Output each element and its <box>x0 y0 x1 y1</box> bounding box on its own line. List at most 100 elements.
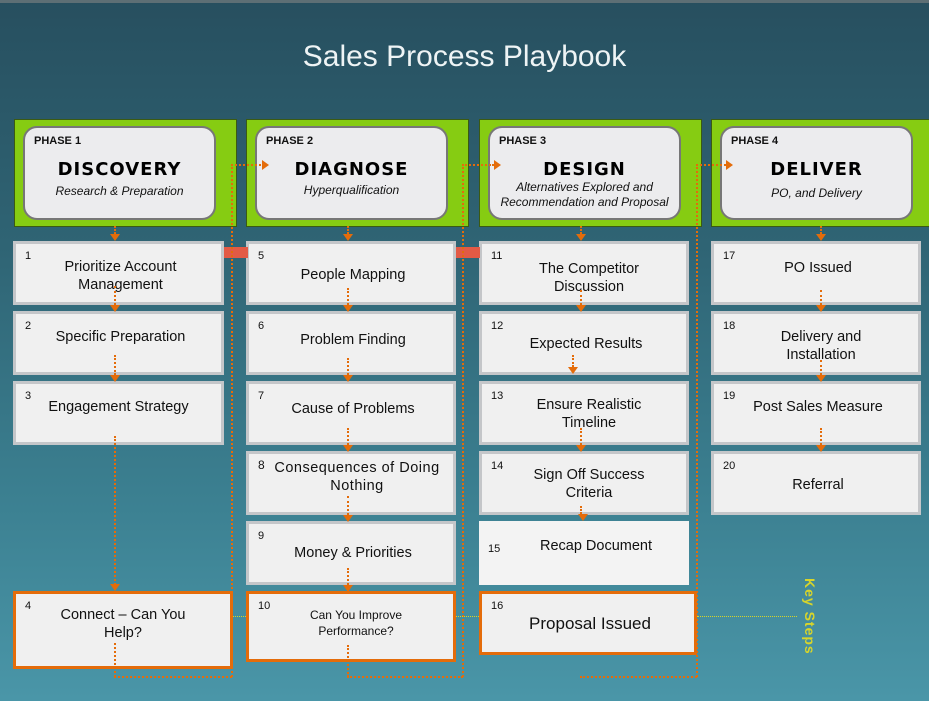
arrow-line <box>580 290 582 305</box>
phase-3-name: DESIGN <box>543 159 626 180</box>
arrow-head <box>343 305 353 312</box>
loop-line <box>462 164 494 166</box>
step-15: 15 Recap Document <box>479 521 689 585</box>
phase-4-header: PHASE 4 DELIVER PO, and Delivery <box>711 119 929 227</box>
step-number: 13 <box>491 390 504 402</box>
loop-arrow-head <box>494 160 501 170</box>
phase-2-number: PHASE 2 <box>266 135 314 147</box>
loop-line <box>696 164 726 166</box>
step-number: 5 <box>258 250 265 262</box>
step-label: Engagement Strategy <box>48 399 189 415</box>
step-16-key: 16 Proposal Issued <box>479 591 697 655</box>
arrow-line <box>572 355 574 367</box>
step-label: Post Sales Measure <box>753 399 883 415</box>
phase-3-subtitle: Alternatives Explored and Recommendation… <box>500 180 669 209</box>
arrow-head <box>343 234 353 241</box>
arrow-line <box>114 286 116 305</box>
phase-1-header: PHASE 1 DISCOVERY Research & Preparation <box>14 119 237 227</box>
loop-line <box>462 164 464 677</box>
step-number: 2 <box>25 320 32 332</box>
step-label: Referral <box>792 477 844 493</box>
step-number: 3 <box>25 390 32 402</box>
step-9: 9 Money & Priorities <box>246 521 456 585</box>
step-number: 8 <box>258 458 265 472</box>
loop-line <box>696 164 698 677</box>
arrow-head <box>568 367 578 374</box>
phase-2-header: PHASE 2 DIAGNOSE Hyperqualification <box>246 119 469 227</box>
step-10-key: 10 Can You Improve Performance? <box>246 591 456 662</box>
arrow-head <box>343 515 353 522</box>
phase-1-card: PHASE 1 DISCOVERY Research & Preparation <box>23 126 216 220</box>
step-number: 20 <box>723 460 736 472</box>
step-4-key: 4 Connect – Can You Help? <box>13 591 233 669</box>
step-13: 13 Ensure Realistic Timeline <box>479 381 689 445</box>
step-3: 3 Engagement Strategy <box>13 381 224 445</box>
step-number: 1 <box>25 250 32 262</box>
arrow-line <box>347 428 349 445</box>
arrow-line <box>347 288 349 305</box>
arrow-head <box>343 445 353 452</box>
step-label: Expected Results <box>529 336 643 352</box>
loop-line <box>347 645 349 677</box>
key-steps-label: Key Steps <box>802 578 818 655</box>
arrow-line <box>347 358 349 375</box>
arrow-head <box>110 584 120 591</box>
step-label: Can You Improve Performance? <box>309 608 403 638</box>
arrow-line <box>580 506 582 514</box>
arrow-line <box>347 568 349 585</box>
step-label: PO Issued <box>784 260 852 276</box>
step-20: 20 Referral <box>711 451 921 515</box>
page-title: Sales Process Playbook <box>302 40 627 73</box>
step-number: 14 <box>491 460 504 472</box>
arrow-head <box>816 445 826 452</box>
phase-4-subtitle: PO, and Delivery <box>771 186 862 200</box>
step-19: 19 Post Sales Measure <box>711 381 921 445</box>
column-connector-1-2 <box>224 247 248 258</box>
phase-1-subtitle: Research & Preparation <box>55 184 184 198</box>
phase-2-subtitle: Hyperqualification <box>303 183 400 197</box>
step-number: 6 <box>258 320 265 332</box>
step-6: 6 Problem Finding <box>246 311 456 375</box>
arrow-line <box>820 226 822 234</box>
step-label: Specific Preparation <box>55 329 186 345</box>
step-label: Proposal Issued <box>529 614 651 633</box>
loop-arrow-head <box>726 160 733 170</box>
arrow-line <box>820 428 822 445</box>
step-number: 9 <box>258 530 265 542</box>
loop-line <box>580 676 697 678</box>
phase-1-number: PHASE 1 <box>34 135 82 147</box>
step-label: Prioritize Account Management <box>64 259 177 293</box>
loop-arrow-head <box>262 160 269 170</box>
arrow-line <box>347 226 349 234</box>
step-17: 17 PO Issued <box>711 241 921 305</box>
arrow-line <box>820 360 822 375</box>
step-label: Ensure Realistic Timeline <box>536 397 642 431</box>
step-label: Connect – Can You Help? <box>60 607 186 641</box>
arrow-line <box>580 226 582 234</box>
arrow-head <box>816 305 826 312</box>
step-label: Recap Document <box>539 538 653 554</box>
step-number: 4 <box>25 600 32 612</box>
arrow-head <box>576 234 586 241</box>
phase-4-number: PHASE 4 <box>731 135 779 147</box>
key-steps-line <box>233 616 246 617</box>
step-number: 12 <box>491 320 504 332</box>
arrow-head <box>343 375 353 382</box>
step-number: 16 <box>491 600 504 612</box>
arrow-head <box>576 445 586 452</box>
step-label: The Competitor Discussion <box>539 261 639 295</box>
arrow-head <box>576 305 586 312</box>
phase-3-number: PHASE 3 <box>499 135 547 147</box>
step-11: 11 The Competitor Discussion <box>479 241 689 305</box>
loop-line <box>114 676 232 678</box>
phase-2-name: DIAGNOSE <box>294 159 409 180</box>
phase-2-card: PHASE 2 DIAGNOSE Hyperqualification <box>255 126 448 220</box>
phase-1-name: DISCOVERY <box>57 159 182 180</box>
arrow-line <box>820 290 822 305</box>
step-1: 1 Prioritize Account Management <box>13 241 224 305</box>
step-label: Sign Off Success Criteria <box>533 467 645 501</box>
step-8: 8 Consequences of Doing Nothing <box>246 451 456 515</box>
phase-4-name: DELIVER <box>770 159 863 180</box>
top-border <box>0 0 929 3</box>
arrow-line <box>114 226 116 234</box>
